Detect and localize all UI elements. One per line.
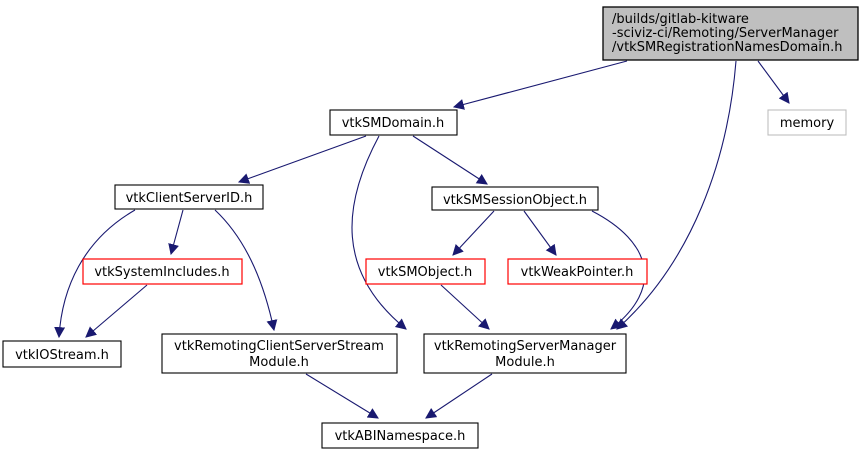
edge-main-to-memory: [757, 60, 790, 104]
node-vtkSMDomain[interactable]: vtkSMDomain.h: [329, 109, 458, 136]
vtkRemotingClientServerStreamModule-label-line1: vtkRemotingClientServerStream: [174, 339, 384, 354]
edge-vtkSystemIncludes-to-vtkIOStream: [85, 284, 148, 338]
node-vtkSystemIncludes[interactable]: vtkSystemIncludes.h: [82, 258, 243, 285]
vtkSystemIncludes-node-box: [82, 258, 243, 285]
edge-main-to-vtkRemotingServerManagerModule: [616, 60, 737, 330]
main-node-box: [602, 6, 859, 61]
vtkSMObject-node-box: [365, 258, 486, 285]
edge-vtkSMDomain-to-vtkSMSessionObject: [412, 135, 488, 185]
vtkABINamespace-node-box: [321, 422, 479, 449]
node-vtkIOStream[interactable]: vtkIOStream.h: [2, 340, 122, 368]
vtkRemotingServerManagerModule-label-line1: vtkRemotingServerManager: [434, 339, 617, 354]
vtkClientServerID-node-box: [114, 184, 264, 210]
node-vtkRemotingClientServerStreamModule[interactable]: vtkRemotingClientServerStream Module.h: [161, 333, 398, 374]
edge-vtkSMObject-to-vtkRemotingServerManagerModule: [440, 284, 490, 330]
edge-vtkClientServerID-to-vtkSystemIncludes: [168, 209, 184, 256]
vtkWeakPointer-node-box: [507, 258, 648, 285]
edge-vtkRemotingClientServerStreamModule-to-vtkABINamespace: [305, 373, 379, 419]
main-node-label-line1: /builds/gitlab-kitware: [612, 12, 749, 27]
node-vtkWeakPointer[interactable]: vtkWeakPointer.h: [507, 258, 648, 285]
node-memory[interactable]: memory: [767, 109, 847, 136]
edge-vtkSMSessionObject-to-vtkWeakPointer: [523, 210, 557, 256]
node-vtkABINamespace[interactable]: vtkABINamespace.h: [321, 422, 479, 449]
node-vtkSMObject[interactable]: vtkSMObject.h: [365, 258, 486, 285]
edge-vtkClientServerID-to-vtkRemotingClientServerStreamModule: [214, 209, 278, 332]
node-vtkSMSessionObject[interactable]: vtkSMSessionObject.h: [431, 186, 599, 211]
vtkIOStream-node-box: [2, 340, 122, 368]
node-main[interactable]: /builds/gitlab-kitware -sciviz-ci/Remoti…: [602, 6, 859, 61]
main-node-label-line2: -sciviz-ci/Remoting/ServerManager: [612, 26, 839, 41]
vtkRemotingServerManagerModule-label-line2: Module.h: [495, 355, 555, 370]
vtkSMSessionObject-node-box: [431, 186, 599, 211]
edge-vtkSMDomain-to-vtkRemotingServerManagerModule: [351, 135, 407, 330]
edge-vtkSMDomain-to-vtkClientServerID: [237, 135, 367, 184]
vtkSystemIncludes-node-label: vtkSystemIncludes.h: [94, 265, 229, 280]
vtkClientServerID-node-label: vtkClientServerID.h: [126, 191, 253, 206]
memory-node-label: memory: [780, 116, 835, 131]
edge-vtkClientServerID-to-vtkIOStream: [54, 209, 136, 339]
vtkABINamespace-node-label: vtkABINamespace.h: [335, 429, 466, 444]
vtkSMDomain-node-label: vtkSMDomain.h: [342, 116, 445, 131]
vtkRemotingClientServerStreamModule-label-line2: Module.h: [249, 355, 309, 370]
edge-vtkRemotingServerManagerModule-to-vtkABINamespace: [425, 373, 493, 419]
vtkRemotingClientServerStreamModule-node-box: [161, 333, 398, 374]
node-vtkClientServerID[interactable]: vtkClientServerID.h: [114, 184, 264, 210]
vtkSMObject-node-label: vtkSMObject.h: [378, 265, 473, 280]
edge-vtkSMSessionObject-to-vtkSMObject: [452, 210, 495, 256]
vtkIOStream-node-label: vtkIOStream.h: [15, 348, 109, 363]
main-node-label-line3: /vtkSMRegistrationNamesDomain.h: [612, 40, 843, 55]
vtkRemotingServerManagerModule-node-box: [423, 333, 627, 374]
vtkSMSessionObject-node-label: vtkSMSessionObject.h: [443, 193, 587, 208]
memory-node-box: [767, 109, 847, 136]
vtkSMDomain-node-box: [329, 109, 458, 136]
edge-main-to-vtkSMDomain: [452, 60, 628, 110]
node-vtkRemotingServerManagerModule[interactable]: vtkRemotingServerManager Module.h: [423, 333, 627, 374]
vtkWeakPointer-node-label: vtkWeakPointer.h: [521, 265, 634, 280]
